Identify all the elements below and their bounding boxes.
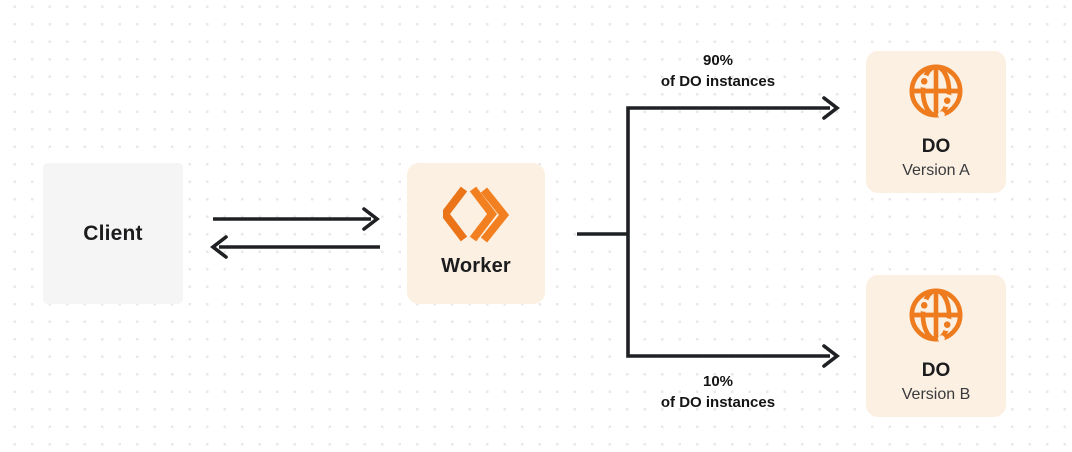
node-worker: Worker	[407, 163, 545, 304]
client-label: Client	[83, 221, 143, 245]
worker-label: Worker	[441, 255, 511, 277]
node-client: Client	[43, 163, 183, 304]
arrowhead-top-branch-icon	[822, 96, 840, 120]
do-b-title: DO	[921, 360, 951, 381]
do-a-title: DO	[921, 136, 951, 157]
globe-icon	[909, 64, 963, 119]
arrowhead-bottom-branch-icon	[822, 344, 840, 368]
node-do-version-a: DO Version A	[866, 51, 1006, 193]
top-branch-percent: 90%	[702, 52, 734, 69]
branch-split-line	[626, 106, 830, 358]
bottom-branch-caption: of DO instances	[660, 394, 776, 411]
globe-icon	[909, 288, 963, 343]
arrowhead-left-icon	[210, 235, 228, 259]
bottom-branch-percent: 10%	[702, 373, 734, 390]
do-b-subtitle: Version B	[901, 386, 971, 403]
do-a-subtitle: Version A	[902, 162, 970, 179]
cloudflare-workers-icon	[443, 186, 509, 243]
bottom-branch-label: 10% of DO instances	[608, 371, 828, 413]
arrowhead-right-icon	[362, 207, 380, 231]
node-do-version-b: DO Version B	[866, 275, 1006, 417]
top-branch-caption: of DO instances	[660, 73, 776, 90]
top-branch-label: 90% of DO instances	[608, 50, 828, 92]
